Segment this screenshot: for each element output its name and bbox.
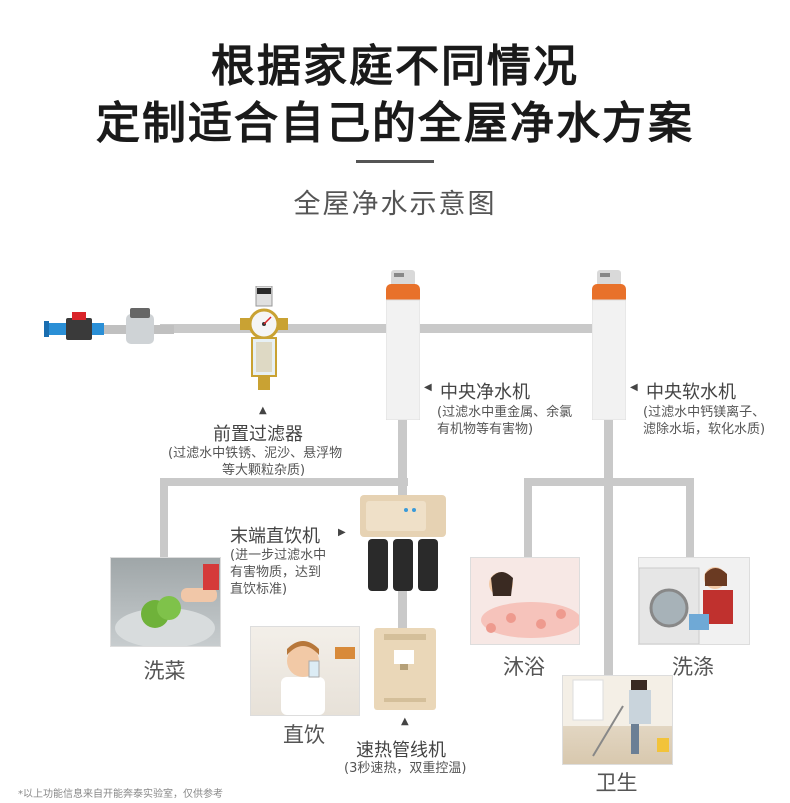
softener-pointer-icon: ◀ bbox=[630, 382, 638, 393]
water-inlet-meter-icon bbox=[44, 308, 174, 344]
central-softener-device-icon bbox=[592, 270, 626, 420]
central-purifier-name: 中央净水机 bbox=[440, 382, 530, 403]
heater-desc-line1: (3秒速热，双重控温) bbox=[344, 761, 467, 776]
bathing-photo bbox=[470, 557, 580, 645]
heater-name: 速热管线机 bbox=[356, 740, 446, 761]
laundry-photo bbox=[638, 557, 750, 645]
footnote: *以上功能信息来自开能奔泰实验室，仅供参考 bbox=[18, 789, 223, 800]
cleaning-photo bbox=[562, 675, 673, 765]
central-softener-desc-line2: 滤除水垢，软化水质) bbox=[643, 422, 766, 437]
prefilter-desc-line2: 等大颗粒杂质) bbox=[222, 463, 306, 478]
use-wash-vegetables: 洗菜 bbox=[143, 659, 186, 683]
use-laundry: 洗涤 bbox=[672, 655, 714, 679]
central-softener-name: 中央软水机 bbox=[646, 382, 736, 403]
title-divider bbox=[356, 160, 434, 163]
drinking-child-photo bbox=[250, 626, 360, 716]
ro-machine-name: 末端直饮机 bbox=[230, 526, 320, 547]
ro-drinking-machine-icon bbox=[360, 495, 446, 591]
prefilter-device-icon bbox=[240, 286, 288, 390]
page-title-line2: 定制适合自己的全屋净水方案 bbox=[96, 98, 694, 149]
prefilter-pointer-icon: ▲ bbox=[259, 405, 267, 416]
prefilter-name: 前置过滤器 bbox=[213, 424, 303, 445]
ro-pointer-icon: ▶ bbox=[338, 527, 346, 538]
ro-desc-line1: (进一步过滤水中 bbox=[230, 548, 327, 563]
heater-pointer-icon: ▲ bbox=[401, 716, 409, 727]
central-purifier-device-icon bbox=[386, 270, 420, 420]
page-title-line1: 根据家庭不同情况 bbox=[211, 41, 579, 92]
use-clean: 卫生 bbox=[595, 771, 638, 795]
central-softener-desc-line1: (过滤水中钙镁离子、 bbox=[643, 405, 766, 420]
use-bath: 沐浴 bbox=[503, 655, 545, 679]
prefilter-desc-line1: (过滤水中铁锈、泥沙、悬浮物 bbox=[168, 446, 343, 461]
central-purifier-desc-line2: 有机物等有害物) bbox=[437, 422, 534, 437]
use-drink: 直饮 bbox=[283, 723, 325, 747]
instant-heater-device-icon bbox=[374, 628, 436, 710]
ro-desc-line2: 有害物质，达到 bbox=[230, 565, 322, 580]
purifier-pointer-icon: ◀ bbox=[424, 382, 432, 393]
central-purifier-desc-line1: (过滤水中重金属、余氯 bbox=[437, 405, 573, 420]
ro-desc-line3: 直饮标准) bbox=[230, 582, 288, 597]
washing-vegetables-photo bbox=[110, 557, 221, 647]
diagram-subtitle: 全屋净水示意图 bbox=[293, 189, 497, 220]
